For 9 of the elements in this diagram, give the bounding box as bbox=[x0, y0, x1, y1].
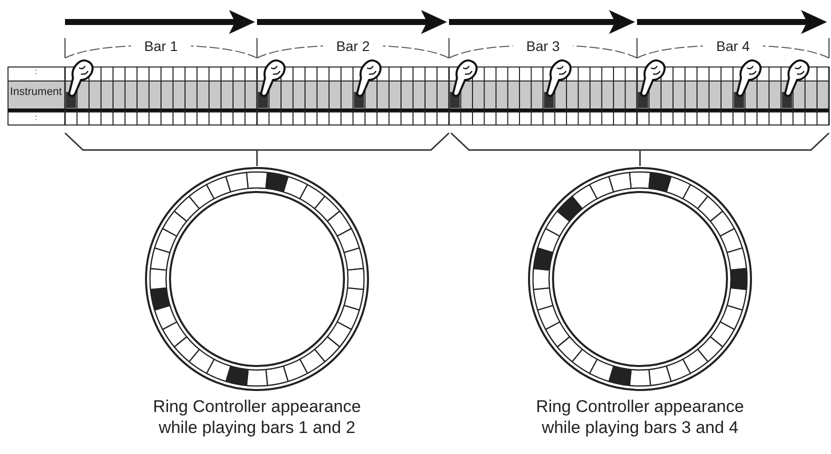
bar-label: Bar 2 bbox=[336, 38, 370, 56]
row-label: : bbox=[34, 67, 38, 77]
caption: Ring Controller appearance while playing bars 3 and 4 bbox=[535, 396, 745, 438]
bar-label: Bar 1 bbox=[144, 38, 178, 56]
caption: Ring Controller appearance while playing bars 1 and 2 bbox=[152, 396, 362, 438]
row-label: Instrument bbox=[10, 86, 62, 100]
bar-label: Bar 3 bbox=[526, 38, 560, 56]
row-label: : bbox=[34, 113, 38, 123]
bar-label: Bar 4 bbox=[716, 38, 750, 56]
